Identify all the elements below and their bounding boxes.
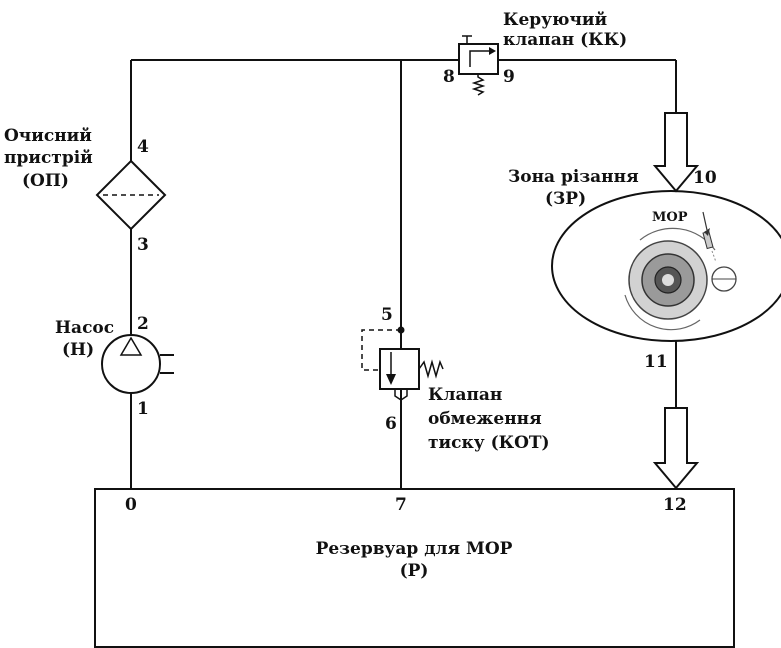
cleaner-filter-symbol: [95, 159, 167, 231]
node-9: 9: [503, 67, 515, 87]
cleaner-label-1: Очисний: [4, 126, 92, 146]
reservoir-label-1: Резервуар для МОР: [316, 539, 513, 559]
cut-zone-label-1: Зона різання: [508, 167, 639, 187]
node-8: 8: [443, 67, 455, 87]
node-6: 6: [385, 414, 397, 434]
node-0: 0: [125, 495, 137, 515]
node-7: 7: [395, 495, 407, 515]
control-valve-label-2: клапан (КК): [503, 30, 627, 50]
node-11: 11: [644, 352, 668, 372]
node-1: 1: [137, 399, 149, 419]
node-5: 5: [381, 305, 393, 325]
cleaner-label-3: (ОП): [22, 171, 69, 191]
outflow-arrow: [652, 407, 700, 490]
node-10: 10: [693, 168, 717, 188]
cut-zone-label-2: (ЗР): [545, 189, 586, 209]
node-12: 12: [663, 495, 687, 515]
cleaner-label-2: пристрій: [4, 148, 93, 168]
coolant-tag: МОР: [652, 210, 688, 225]
pump-symbol: [101, 334, 174, 394]
grinding-wheel-illustration: [624, 211, 737, 331]
relief-valve-symbol: [361, 329, 444, 408]
inflow-arrow: [652, 112, 700, 193]
node-4: 4: [137, 137, 149, 157]
relief-valve-label-3: тиску (КОТ): [428, 433, 550, 453]
relief-valve-label-1: Клапан: [428, 385, 502, 405]
control-valve-symbol: [458, 35, 499, 96]
cut-zone-ellipse: [551, 190, 781, 342]
pump-label-2: (Н): [62, 340, 94, 360]
reservoir-box: [94, 488, 735, 648]
control-valve-label-1: Керуючий: [503, 10, 608, 30]
node-3: 3: [137, 235, 149, 255]
node-2: 2: [137, 314, 149, 334]
pump-label-1: Насос: [55, 318, 114, 338]
relief-valve-label-2: обмеження: [428, 409, 542, 429]
reservoir-label-2: (Р): [400, 561, 429, 581]
